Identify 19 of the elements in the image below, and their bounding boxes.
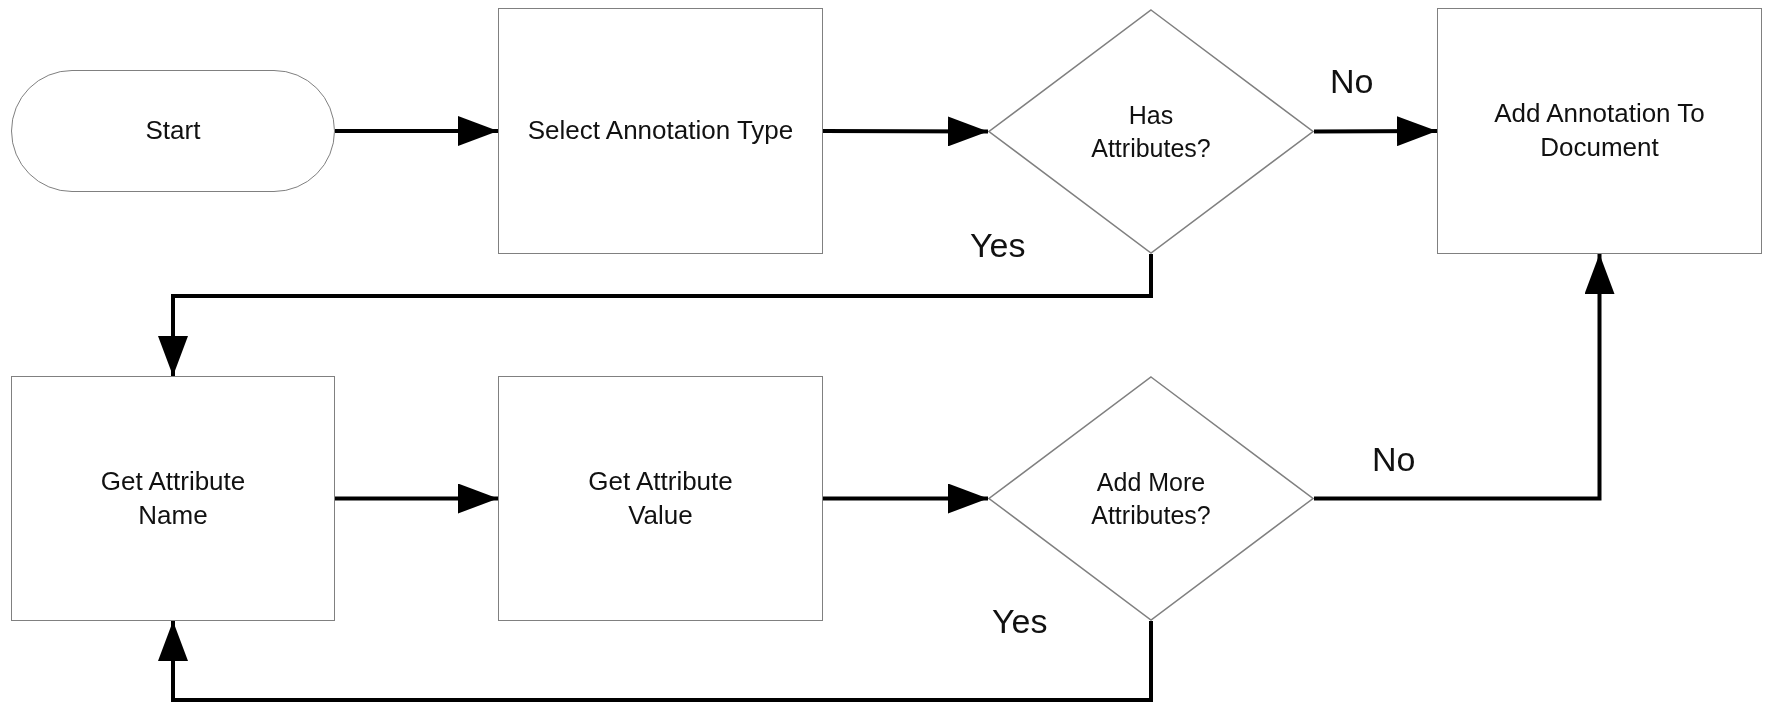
node-label: Add More Attributes?	[1090, 467, 1212, 531]
process-box	[498, 376, 823, 621]
arrow	[823, 116, 988, 147]
node-label: Add Annotation To Document	[1493, 97, 1706, 164]
node-label: Start	[145, 114, 201, 148]
arrow	[335, 483, 498, 514]
process-box	[11, 376, 335, 621]
arrow	[1314, 116, 1437, 147]
process-box	[1437, 8, 1762, 254]
arrow	[335, 116, 498, 146]
arrow	[1314, 254, 1615, 501]
arrow	[823, 483, 988, 514]
node-label: Get Attribute Value	[587, 464, 734, 532]
arrow	[158, 254, 1153, 376]
node-label: Select Annotation Type	[527, 114, 794, 148]
node-label: Get Attribute Name	[99, 464, 247, 532]
process-box	[498, 8, 823, 254]
arrow	[158, 621, 1153, 702]
node-label: Has Attributes?	[1090, 100, 1212, 164]
